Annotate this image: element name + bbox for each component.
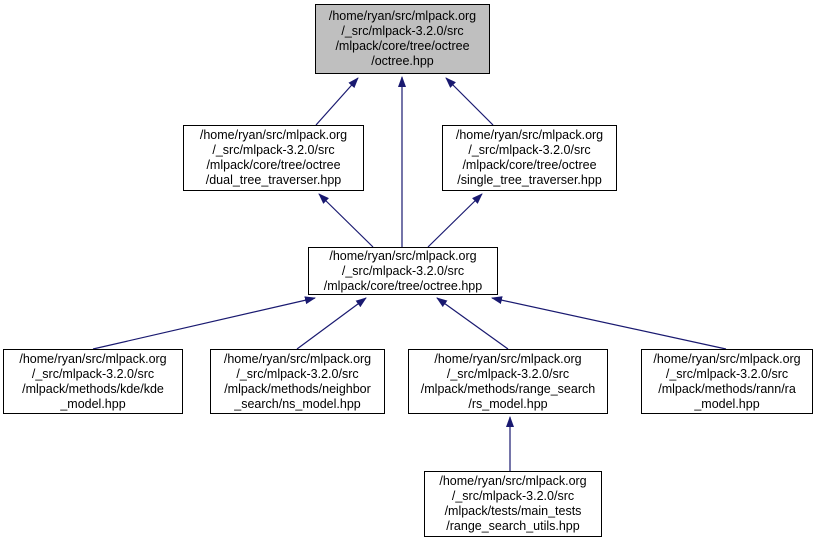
node-octree-octree-hpp: /home/ryan/src/mlpack.org /_src/mlpack-3… (315, 4, 490, 74)
edge-dual-to-octree-main (315, 77, 359, 126)
node-ra-model-hpp[interactable]: /home/ryan/src/mlpack.org /_src/mlpack-3… (641, 349, 813, 414)
edge-kde-to-octreehpp (92, 296, 316, 350)
edge-octreehpp-to-single (427, 193, 483, 248)
node-ns-model-hpp[interactable]: /home/ryan/src/mlpack.org /_src/mlpack-3… (210, 349, 385, 414)
node-range-search-utils-hpp[interactable]: /home/ryan/src/mlpack.org /_src/mlpack-3… (424, 471, 602, 537)
edge-rs-to-octreehpp (436, 297, 509, 350)
node-core-tree-octree-hpp[interactable]: /home/ryan/src/mlpack.org /_src/mlpack-3… (308, 247, 498, 295)
edge-octreehpp-to-dual (318, 193, 374, 248)
node-rs-model-hpp[interactable]: /home/ryan/src/mlpack.org /_src/mlpack-3… (408, 349, 608, 414)
node-single-tree-traverser-hpp[interactable]: /home/ryan/src/mlpack.org /_src/mlpack-3… (442, 125, 617, 191)
edge-single-to-octree-main (445, 77, 494, 126)
node-dual-tree-traverser-hpp[interactable]: /home/ryan/src/mlpack.org /_src/mlpack-3… (183, 125, 364, 191)
edge-ra-to-octreehpp (491, 296, 727, 350)
node-kde-model-hpp[interactable]: /home/ryan/src/mlpack.org /_src/mlpack-3… (3, 349, 183, 414)
edge-ns-to-octreehpp (296, 297, 367, 350)
